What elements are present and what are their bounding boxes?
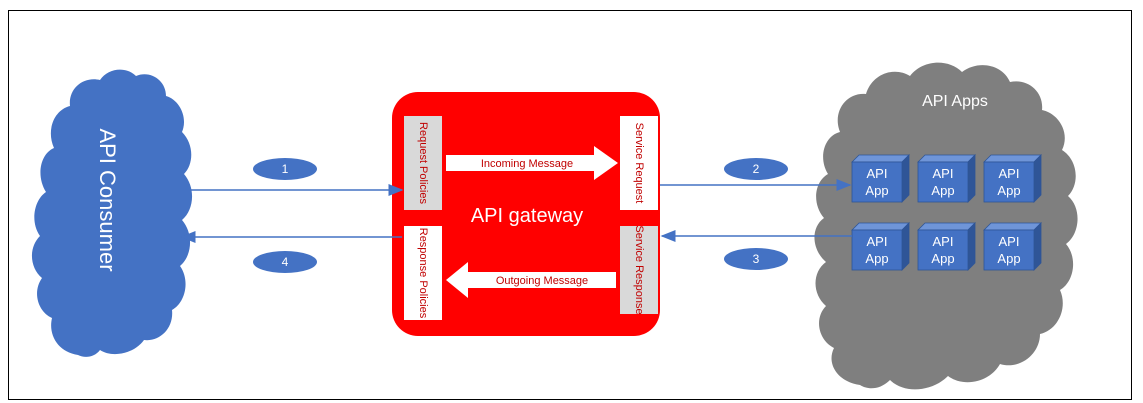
api-app-label-line1: API	[933, 166, 954, 181]
api-app-box: API App	[851, 222, 910, 271]
api-consumer-label: API Consumer	[95, 128, 120, 271]
api-app-label-line2: App	[997, 183, 1020, 198]
service-request-label: Service Request	[633, 123, 645, 204]
service-response-label: Service Response	[633, 225, 645, 314]
api-app-label-line2: App	[931, 251, 954, 266]
api-app-label-line2: App	[997, 251, 1020, 266]
step-4-label: 4	[282, 255, 289, 269]
step-3-label: 3	[753, 252, 760, 266]
api-app-label-line1: API	[999, 166, 1020, 181]
api-app-label-line2: App	[931, 183, 954, 198]
request-policies-box	[404, 116, 442, 210]
api-apps-label: API Apps	[922, 93, 988, 110]
api-app-label-line2: App	[865, 183, 888, 198]
step-1-label: 1	[282, 162, 289, 176]
api-gateway-label: API gateway	[471, 205, 583, 227]
service-response-box	[620, 226, 658, 314]
incoming-message-arrow	[446, 146, 618, 180]
api-consumer-cloud	[31, 69, 193, 357]
step-4-marker: 4	[253, 251, 317, 273]
outgoing-message-label: Outgoing Message	[496, 275, 588, 287]
service-request-box	[620, 116, 658, 210]
step-1-marker: 1	[253, 158, 317, 180]
api-app-box: API App	[851, 154, 910, 203]
response-policies-box	[404, 226, 442, 320]
api-app-label-line1: API	[867, 166, 888, 181]
step-3-marker: 3	[724, 248, 788, 270]
step-2-label: 2	[753, 162, 760, 176]
api-app-label-line2: App	[865, 251, 888, 266]
step-2-marker: 2	[724, 158, 788, 180]
api-app-label-line1: API	[999, 234, 1020, 249]
outgoing-message-arrow	[446, 262, 616, 298]
api-app-label-line1: API	[867, 234, 888, 249]
response-policies-label: Response Policies	[417, 228, 429, 319]
api-app-box: API App	[983, 222, 1042, 271]
api-app-box: API App	[983, 154, 1042, 203]
request-policies-label: Request Policies	[417, 122, 429, 204]
api-app-box: API App	[917, 154, 976, 203]
api-app-label-line1: API	[933, 234, 954, 249]
api-app-box: API App	[917, 222, 976, 271]
incoming-message-label: Incoming Message	[481, 158, 573, 170]
